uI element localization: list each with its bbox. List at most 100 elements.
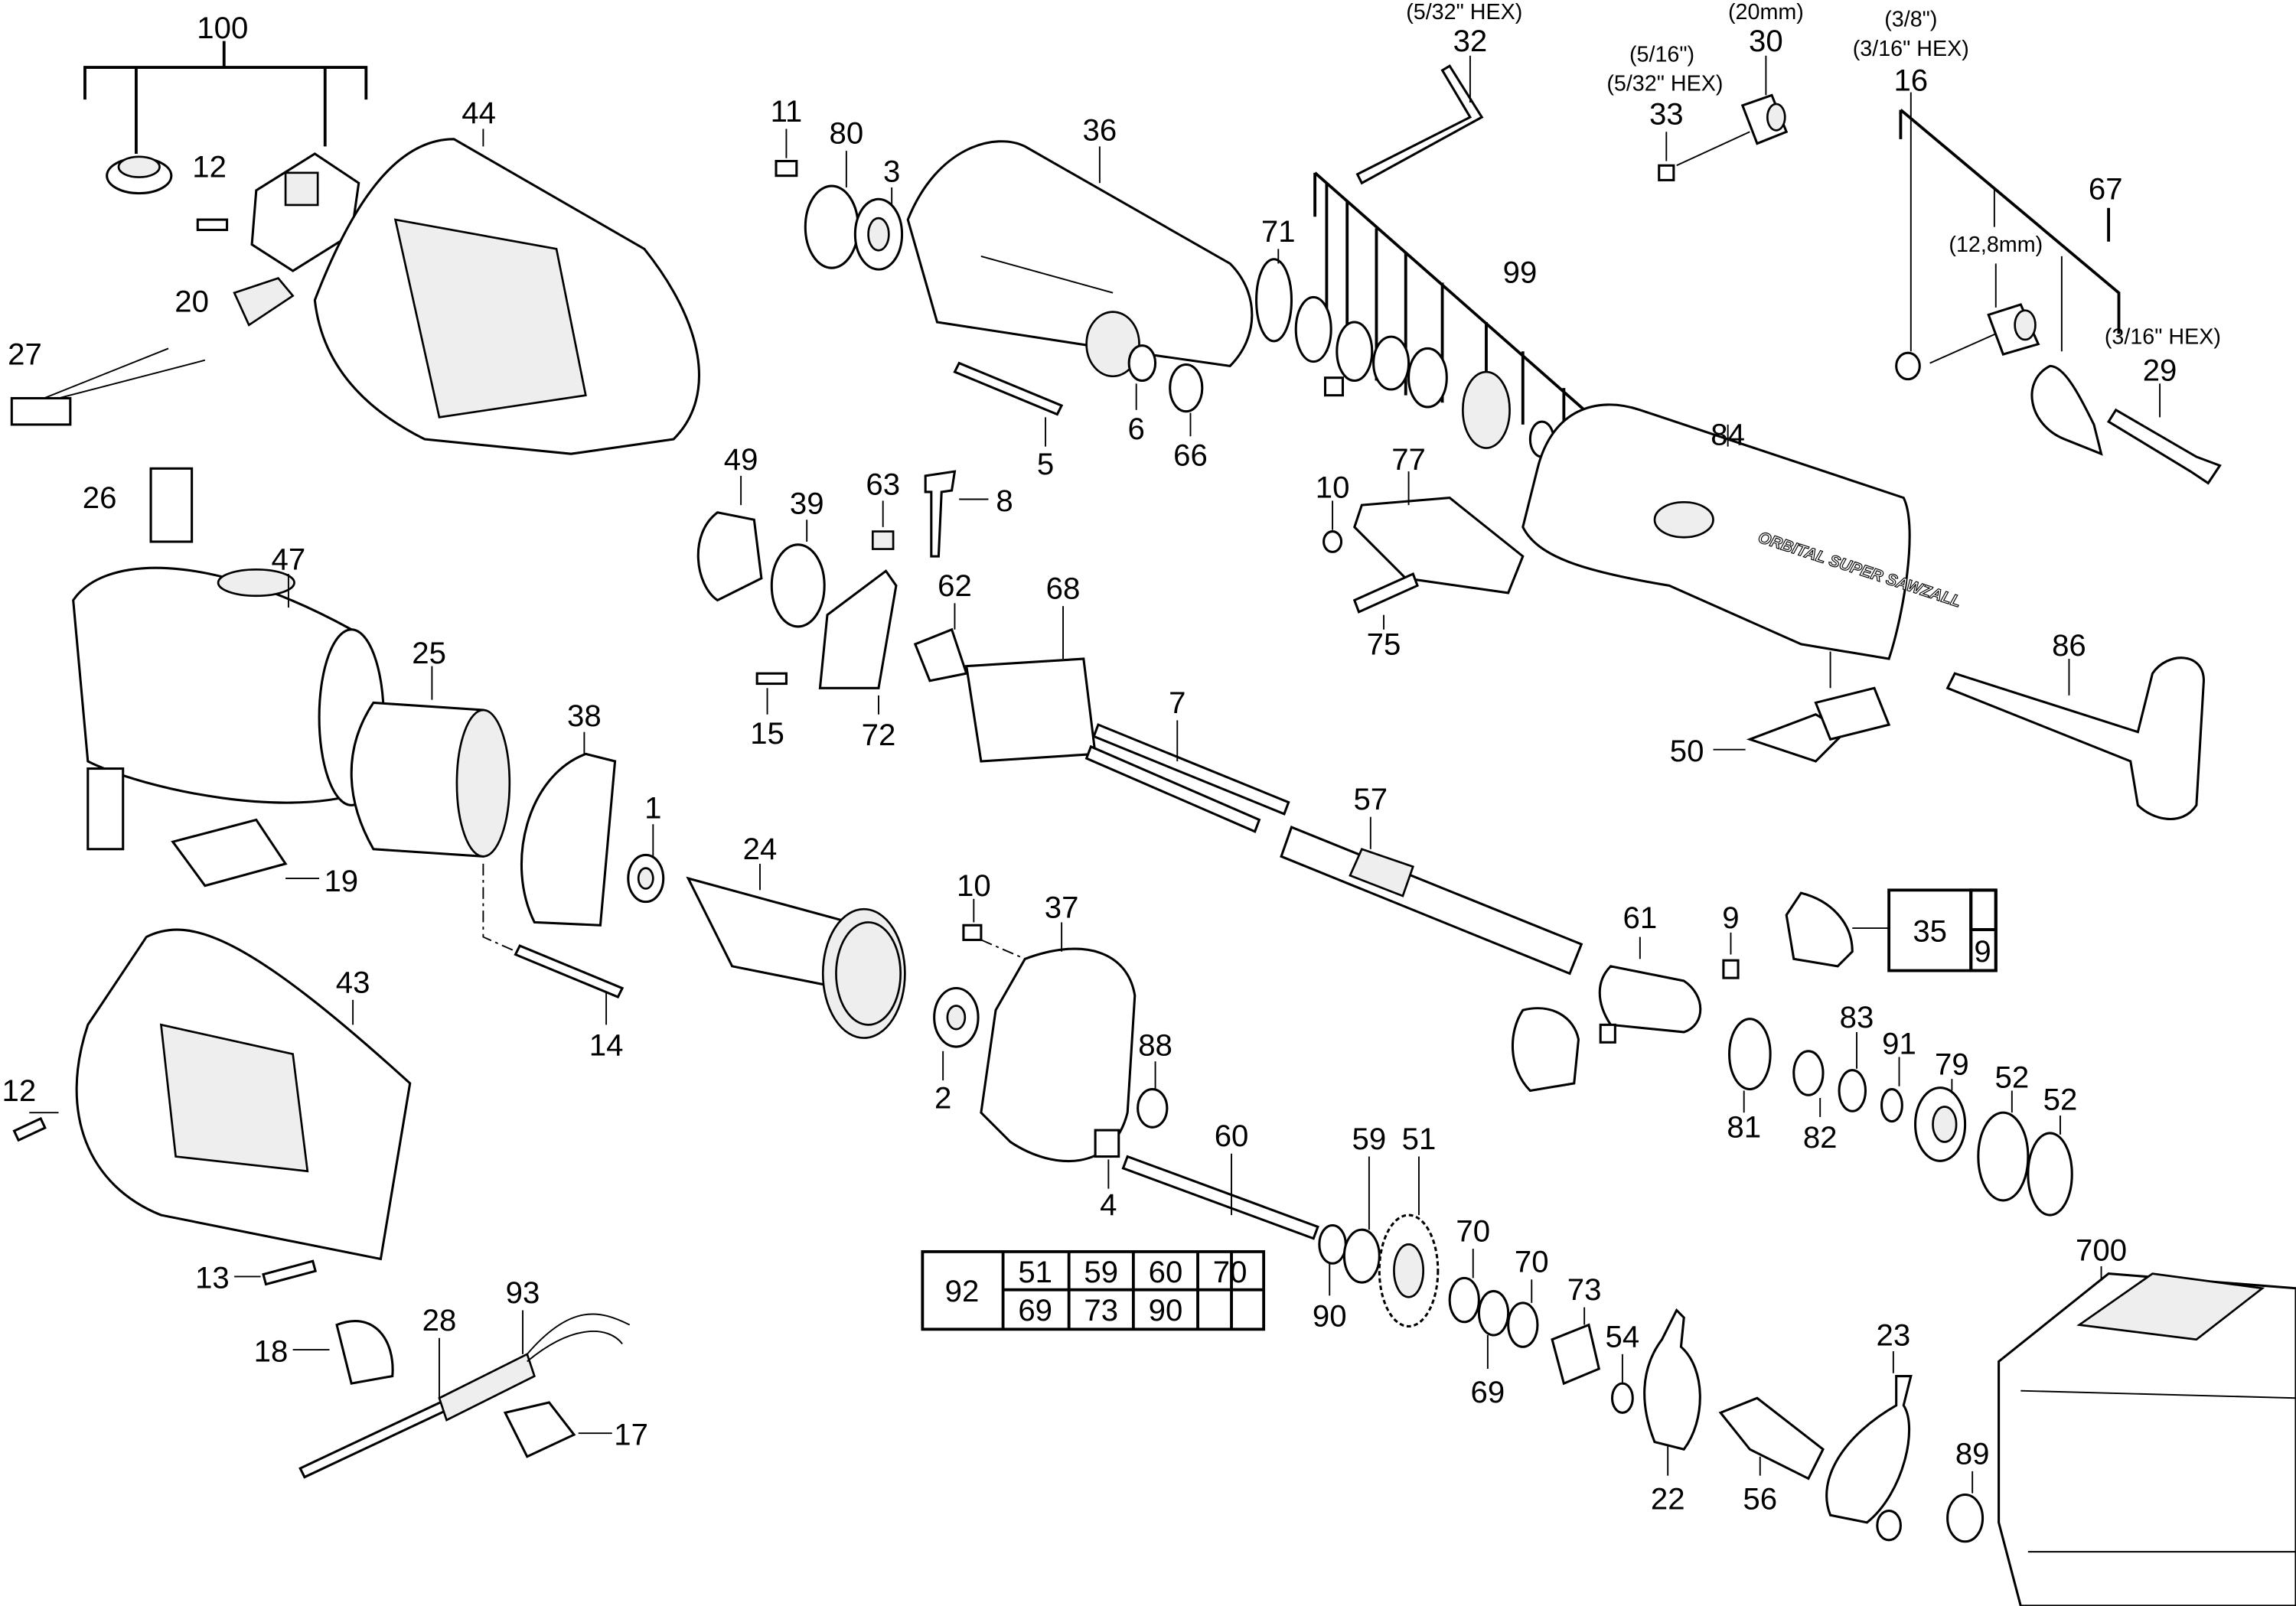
part-bushing-89 (1946, 1471, 1985, 1543)
part-label: 63 (866, 467, 900, 502)
part-insulator-19 (171, 818, 320, 888)
part-rods-7 (1084, 720, 1290, 833)
size-32: (5/32" HEX) (1406, 0, 1522, 24)
part-screw-12 (196, 218, 229, 231)
part-label: 100 (197, 11, 248, 45)
part-screw-15 (755, 672, 788, 715)
part-bearing-4 (1094, 1129, 1120, 1189)
part-label: 61 (1623, 901, 1658, 935)
part-label: 52 (1994, 1060, 2029, 1095)
kit-92-cell: 60 (1149, 1255, 1183, 1289)
kit-92-cell: 90 (1149, 1293, 1183, 1327)
part-setscrew (1599, 1023, 1616, 1044)
kit-35-main: 35 (1913, 914, 1947, 948)
part-label: 25 (412, 636, 446, 670)
part-screw-11 (775, 129, 798, 178)
part-label: 17 (614, 1417, 648, 1451)
part-label: 23 (1877, 1318, 1911, 1352)
part-setscrew-33 (1658, 132, 1675, 181)
part-bearing-73 (1551, 1307, 1601, 1386)
part-link-56 (1718, 1396, 1825, 1481)
part-o-ring-52a (1977, 1090, 2030, 1202)
part-label: 15 (750, 716, 784, 751)
part-counterweight-23 (1825, 1351, 1913, 1542)
part-label: 9 (1722, 901, 1739, 935)
part-washer-88 (1137, 1061, 1169, 1129)
part-block-63 (871, 500, 895, 550)
part-label: 90 (1313, 1298, 1347, 1333)
part-label: 62 (938, 568, 972, 603)
part-label: 28 (422, 1303, 457, 1337)
part-label: 70 (1515, 1245, 1549, 1279)
part-o-ring-52b (2027, 1115, 2073, 1217)
part-pin-75 (1352, 572, 1419, 630)
part-shaft-60 (1121, 1153, 1319, 1240)
part-label: 99 (1503, 255, 1538, 289)
size-67: (12,8mm) (1949, 233, 2043, 257)
part-label: 43 (336, 965, 370, 999)
part-screw-13 (234, 1259, 318, 1286)
part-screw-14 (514, 944, 625, 1025)
part-bearing-3 (853, 187, 904, 271)
part-label: 14 (589, 1028, 624, 1063)
part-ring-54 (1610, 1354, 1634, 1414)
part-holder-68 (964, 606, 1097, 763)
part-screw-10a (1322, 500, 1343, 553)
part-label: 72 (862, 718, 896, 752)
part-label: 91 (1882, 1027, 1916, 1061)
part-label: 47 (272, 542, 306, 576)
part-baffle-38 (520, 731, 617, 927)
part-washer-82 (1792, 1050, 1825, 1117)
part-label: 71 (1261, 214, 1296, 249)
part-label: 60 (1215, 1119, 1249, 1153)
part-label: 1 (644, 791, 661, 826)
part-label: 33 (1649, 97, 1684, 132)
part-label: 32 (1453, 24, 1488, 58)
part-gear-housing-36 (906, 140, 1254, 378)
part-label: 68 (1046, 572, 1081, 606)
part-brush-holder (86, 767, 125, 851)
part-label: 29 (2143, 353, 2177, 388)
kit-92-cell: 51 (1018, 1255, 1052, 1289)
part-bearing-1 (627, 824, 665, 904)
part-label: 93 (506, 1275, 540, 1310)
part-hex-key-29 (2106, 383, 2222, 485)
kit-35-item: 9 (1974, 934, 1991, 969)
kit-table-35 (1887, 888, 1998, 972)
part-label: 77 (1391, 442, 1426, 477)
part-label: 11 (771, 94, 803, 129)
part-screw-16 (1895, 351, 1921, 381)
part-label: 13 (195, 1261, 230, 1295)
part-bushing-79 (1914, 1079, 1967, 1162)
kit-table-35-border (1969, 888, 1998, 972)
part-label: 2 (934, 1080, 951, 1115)
part-housing-44 (313, 129, 700, 455)
part-label: 38 (567, 699, 602, 733)
part-label: 37 (1045, 891, 1079, 925)
part-washer-83 (1838, 1031, 1867, 1112)
part-label: 6 (1128, 412, 1145, 446)
part-gear-51 (1378, 1156, 1440, 1328)
part-washer-59 (1342, 1156, 1381, 1284)
bracket-67 (1899, 92, 2121, 352)
part-label: 4 (1100, 1187, 1117, 1222)
part-shoe-86 (1945, 656, 2205, 821)
part-label: 69 (1471, 1375, 1505, 1409)
part-label: 59 (1352, 1122, 1387, 1156)
part-washer-69 (1477, 1290, 1510, 1369)
part-label: 44 (461, 96, 496, 130)
part-label: 27 (8, 337, 42, 371)
part-labels: 100 44 12 20 27 26 47 25 38 1 19 24 43 1… (2, 11, 2177, 1516)
part-stator-25 (350, 666, 511, 858)
part-label: 19 (324, 864, 358, 898)
part-label: 86 (2052, 628, 2086, 663)
part-label: 70 (1456, 1214, 1490, 1249)
bracket-99 (1313, 171, 1586, 432)
part-label: 20 (174, 285, 209, 319)
part-label: 26 (83, 480, 117, 515)
part-half-shell (1512, 1007, 1580, 1093)
part-label: 10 (957, 868, 991, 903)
part-ram-clamp-61 (1598, 937, 1702, 1034)
part-terminal-20 (233, 277, 295, 327)
part-switch-knob (106, 155, 173, 195)
